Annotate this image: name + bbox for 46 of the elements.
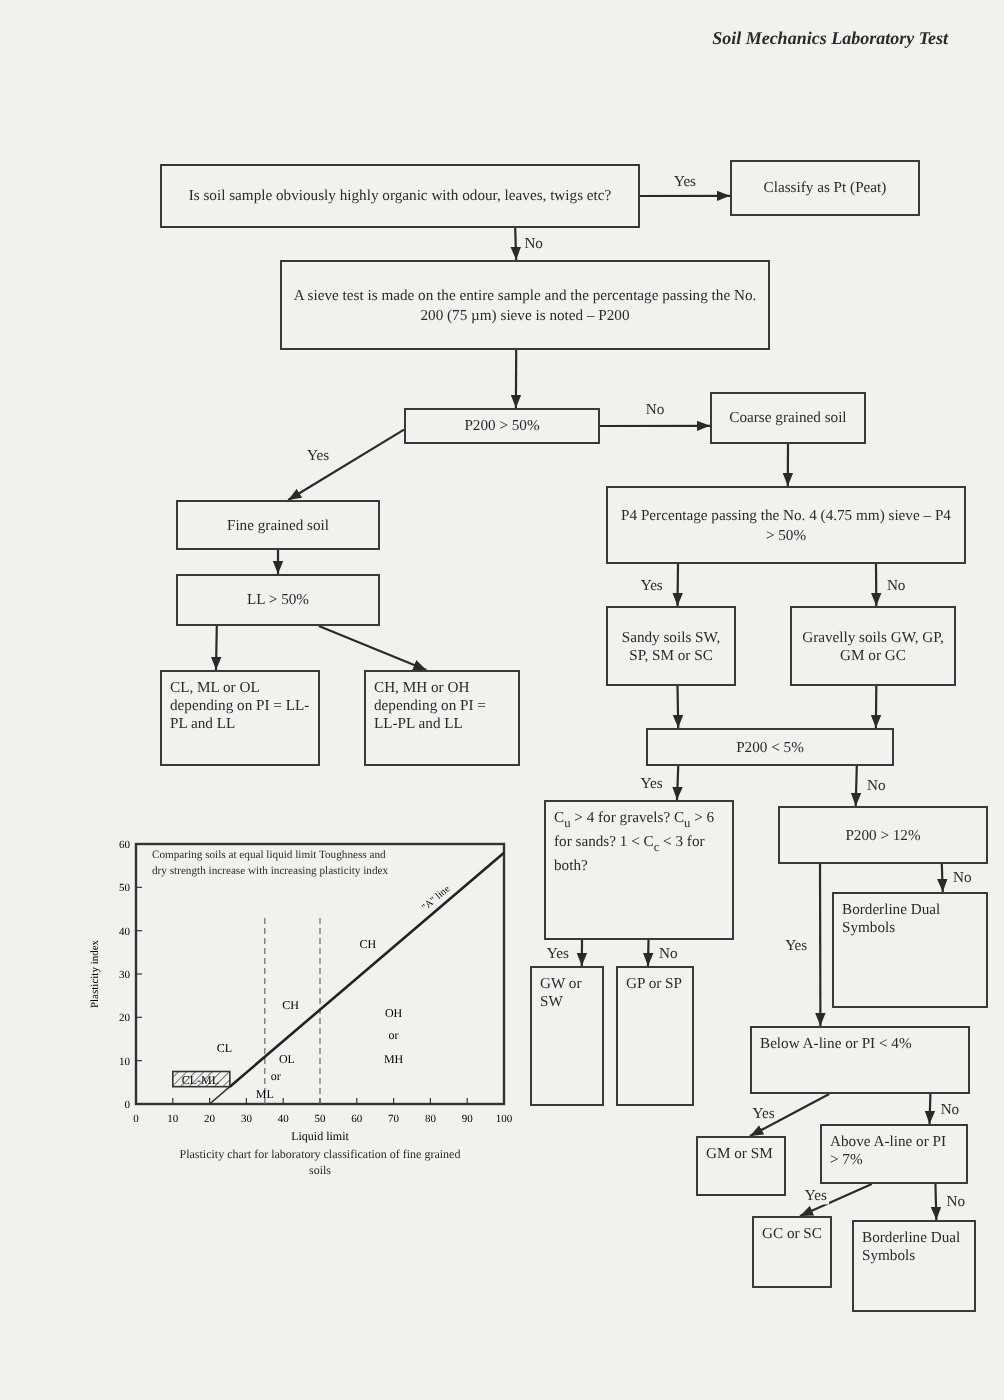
arrow — [782, 444, 794, 486]
process-box — [710, 392, 866, 444]
arrow — [672, 564, 683, 606]
page-title: Soil Mechanics Laboratory Test — [712, 28, 948, 48]
arrow — [576, 940, 588, 966]
process-box — [616, 966, 694, 1106]
arrow — [287, 428, 405, 501]
process-box — [280, 260, 770, 350]
process-box — [820, 1124, 968, 1184]
arrow — [672, 686, 684, 728]
arrow — [510, 350, 522, 408]
process-box — [750, 1026, 970, 1094]
arrow — [642, 939, 654, 967]
arrow — [672, 765, 683, 801]
arrow — [272, 550, 284, 574]
process-box — [752, 1216, 832, 1288]
process-box — [778, 806, 988, 864]
process-box — [606, 486, 966, 564]
arrow — [930, 1183, 942, 1221]
process-box — [530, 966, 604, 1106]
process-box — [606, 606, 736, 686]
process-box — [364, 670, 520, 766]
process-box — [160, 164, 640, 228]
arrow — [850, 765, 862, 807]
arrow — [870, 564, 882, 606]
arrow — [210, 626, 222, 670]
process-box — [404, 408, 600, 444]
process-box — [176, 574, 380, 626]
arrow — [318, 625, 427, 671]
arrow — [799, 1183, 873, 1217]
process-box — [176, 500, 380, 550]
arrow — [937, 863, 948, 893]
arrow — [640, 190, 730, 202]
arrow — [870, 686, 882, 728]
process-box — [832, 892, 988, 1008]
arrow — [510, 227, 522, 261]
process-box — [696, 1136, 786, 1196]
arrow — [600, 420, 710, 432]
process-box — [730, 160, 920, 216]
process-box — [646, 728, 894, 766]
process-box — [544, 800, 734, 940]
arrow — [924, 1093, 936, 1125]
process-box — [160, 670, 320, 766]
process-box — [852, 1220, 976, 1312]
process-box — [790, 606, 956, 686]
arrow — [815, 864, 826, 1026]
